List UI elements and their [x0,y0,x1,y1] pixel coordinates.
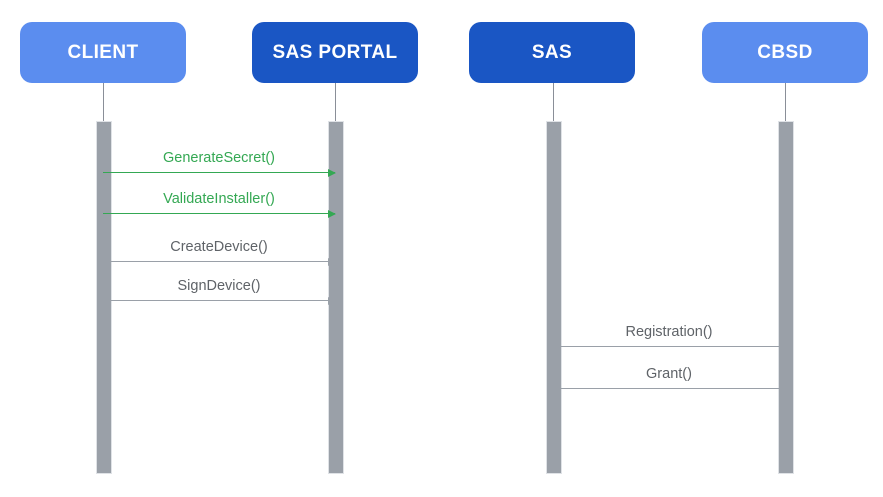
participant-label-sas-portal: SAS PORTAL [272,41,398,63]
arrowhead-left-icon [552,342,560,351]
message-line-registration [552,342,785,351]
message-line-create-device [103,257,336,266]
participant-label-client: CLIENT [67,41,139,63]
arrowhead-right-icon [328,168,336,177]
lifeline-client [103,83,104,121]
message-label-generate-secret: GenerateSecret() [162,150,276,166]
message-line-generate-secret [103,168,336,177]
participant-box-client[interactable]: CLIENT [20,22,186,83]
participant-label-sas: SAS [531,41,573,63]
participant-box-cbsd[interactable]: CBSD [702,22,868,83]
message-label-create-device: CreateDevice() [170,239,268,255]
arrowhead-right-icon [328,209,336,218]
activation-bar-cbsd [778,121,794,474]
message-label-validate-installer: ValidateInstaller() [163,191,275,207]
activation-bar-client [96,121,112,474]
lifeline-sas-portal [335,83,336,121]
message-label-registration: Registration() [625,324,713,340]
participant-box-sas-portal[interactable]: SAS PORTAL [252,22,418,83]
message-line-validate-installer [103,209,336,218]
message-label-sign-device: SignDevice() [177,278,261,294]
message-label-grant: Grant() [646,366,692,382]
lifeline-sas [553,83,554,121]
message-line-grant [552,384,785,393]
arrowhead-right-icon [328,296,336,305]
lifeline-cbsd [785,83,786,121]
activation-bar-sas [546,121,562,474]
participant-box-sas[interactable]: SAS [469,22,635,83]
arrowhead-left-icon [552,384,560,393]
message-line-sign-device [103,296,336,305]
arrowhead-right-icon [328,257,336,266]
participant-label-cbsd: CBSD [757,41,813,63]
